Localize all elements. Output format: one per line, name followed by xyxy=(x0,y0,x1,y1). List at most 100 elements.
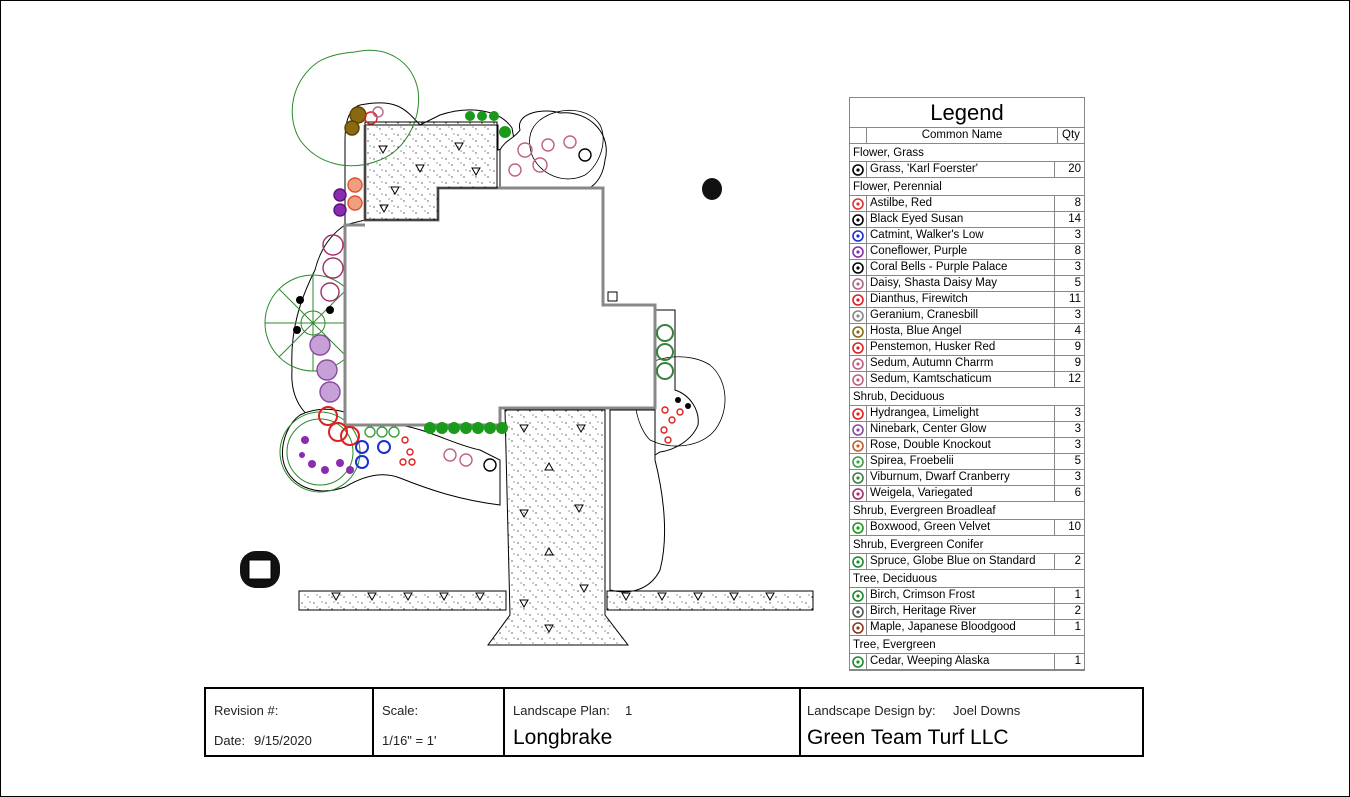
planting-beds xyxy=(281,102,699,593)
legend-plant-name: Maple, Japanese Bloodgood xyxy=(867,620,1055,635)
legend-plant-qty: 5 xyxy=(1074,277,1081,289)
legend-row: Astilbe, Red 8 xyxy=(850,196,1084,212)
legend-plant-qty: 1 xyxy=(1074,655,1081,667)
legend-plant-name: Hosta, Blue Angel xyxy=(867,324,1055,339)
coneflower-symbol xyxy=(850,244,867,259)
plan-cell: Landscape Plan: 1 Longbrake xyxy=(505,689,801,755)
bed-east xyxy=(654,309,699,456)
legend-plant-qty: 9 xyxy=(1074,357,1081,369)
designer-label: Landscape Design by: xyxy=(807,703,936,718)
legend-plant-name: Catmint, Walker's Low xyxy=(867,228,1055,243)
legend-plant-name: Geranium, Cranesbill xyxy=(867,308,1055,323)
legend-plant-qty: 8 xyxy=(1074,197,1081,209)
scale-cell: Scale: 1/16" = 1' xyxy=(374,689,505,755)
legend-plant-name: Boxwood, Green Velvet xyxy=(867,520,1055,535)
legend-plant-name: Weigela, Variegated xyxy=(867,486,1055,501)
legend-category: Tree, Deciduous xyxy=(850,570,1084,588)
ninebark-symbol xyxy=(850,422,867,437)
legend-col-name: Common Name xyxy=(867,128,1058,143)
designer-name: Joel Downs xyxy=(953,703,1021,718)
legend-title: Legend xyxy=(850,98,1084,128)
legend-plant-name: Black Eyed Susan xyxy=(867,212,1055,227)
legend-plant-qty: 6 xyxy=(1074,487,1081,499)
legend-category: Shrub, Evergreen Conifer xyxy=(850,536,1084,554)
legend-plant-qty: 3 xyxy=(1074,423,1081,435)
legend-header-row: Common Name Qty xyxy=(850,128,1084,144)
legend-plant-name: Grass, 'Karl Foerster' xyxy=(867,162,1055,177)
legend-category: Flower, Grass xyxy=(850,144,1084,162)
date-value: 9/15/2020 xyxy=(254,733,312,748)
legend-plant-name: Daisy, Shasta Daisy May xyxy=(867,276,1055,291)
hosta-symbol xyxy=(850,324,867,339)
legend-plant-name: Sedum, Autumn Charrm xyxy=(867,356,1055,371)
legend-plant-qty: 11 xyxy=(1069,293,1081,305)
grass-clump-east xyxy=(702,178,722,200)
fire-pit xyxy=(240,551,280,588)
title-block: Revision #: Date: 9/15/2020 Scale: 1/16"… xyxy=(204,687,1144,757)
plant-symbols xyxy=(293,106,691,474)
legend-plant-name: Birch, Heritage River xyxy=(867,604,1055,619)
legend-plant-qty: 2 xyxy=(1074,605,1081,617)
designer-cell: Landscape Design by: Joel Downs Green Te… xyxy=(801,689,1142,755)
legend-row: Weigela, Variegated 6 xyxy=(850,486,1084,502)
legend-plant-name: Astilbe, Red xyxy=(867,196,1055,211)
legend-row: Maple, Japanese Bloodgood 1 xyxy=(850,620,1084,636)
legend-row: Grass, 'Karl Foerster' 20 xyxy=(850,162,1084,178)
legend-plant-qty: 4 xyxy=(1074,325,1081,337)
driveway xyxy=(487,409,630,646)
legend-row: Sedum, Autumn Charrm 9 xyxy=(850,356,1084,372)
legend-col-qty: Qty xyxy=(1062,129,1080,141)
legend-row: Daisy, Shasta Daisy May 5 xyxy=(850,276,1084,292)
geranium-symbol xyxy=(850,308,867,323)
maple-symbol xyxy=(850,620,867,635)
coral-bells-symbol xyxy=(850,260,867,275)
legend-plant-qty: 3 xyxy=(1074,439,1081,451)
legend-category: Shrub, Deciduous xyxy=(850,388,1084,406)
dianthus-symbol xyxy=(850,292,867,307)
legend-row: Birch, Heritage River 2 xyxy=(850,604,1084,620)
legend-row: Spruce, Globe Blue on Standard 2 xyxy=(850,554,1084,570)
legend-plant-qty: 1 xyxy=(1074,621,1081,633)
legend-category: Tree, Evergreen xyxy=(850,636,1084,654)
scale-label: Scale: xyxy=(382,703,419,718)
legend-plant-name: Viburnum, Dwarf Cranberry xyxy=(867,470,1055,485)
grass-symbol xyxy=(850,162,867,177)
sedum-kamtschaticum-symbol xyxy=(850,372,867,387)
legend-plant-qty: 5 xyxy=(1074,455,1081,467)
company-name: Green Team Turf LLC xyxy=(807,726,1009,749)
plan-label: Landscape Plan: xyxy=(513,703,610,718)
daisy-symbol xyxy=(850,276,867,291)
cedar-symbol xyxy=(850,654,867,669)
legend-plant-qty: 10 xyxy=(1068,521,1081,533)
birch-heritage-symbol xyxy=(850,604,867,619)
viburnum-symbol xyxy=(850,470,867,485)
spruce-symbol xyxy=(850,554,867,569)
legend-plant-name: Rose, Double Knockout xyxy=(867,438,1055,453)
black-eyed-susan-symbol xyxy=(850,212,867,227)
legend-plant-qty: 2 xyxy=(1074,555,1081,567)
revision-cell: Revision #: Date: 9/15/2020 xyxy=(206,689,374,755)
legend-plant-qty: 20 xyxy=(1068,163,1081,175)
legend-plant-qty: 3 xyxy=(1074,407,1081,419)
scale-value: 1/16" = 1' xyxy=(382,733,437,748)
legend-plant-qty: 8 xyxy=(1074,245,1081,257)
date-label: Date: xyxy=(214,733,246,748)
legend-plant-name: Spruce, Globe Blue on Standard xyxy=(867,554,1055,569)
utility-box xyxy=(607,291,618,302)
spirea-symbol xyxy=(850,454,867,469)
legend-plant-name: Sedum, Kamtschaticum xyxy=(867,372,1055,387)
legend-plant-name: Dianthus, Firewitch xyxy=(867,292,1055,307)
legend-plant-name: Birch, Crimson Frost xyxy=(867,588,1055,603)
legend-row: Rose, Double Knockout 3 xyxy=(850,438,1084,454)
legend-plant-name: Ninebark, Center Glow xyxy=(867,422,1055,437)
bed-north-right xyxy=(499,110,607,192)
